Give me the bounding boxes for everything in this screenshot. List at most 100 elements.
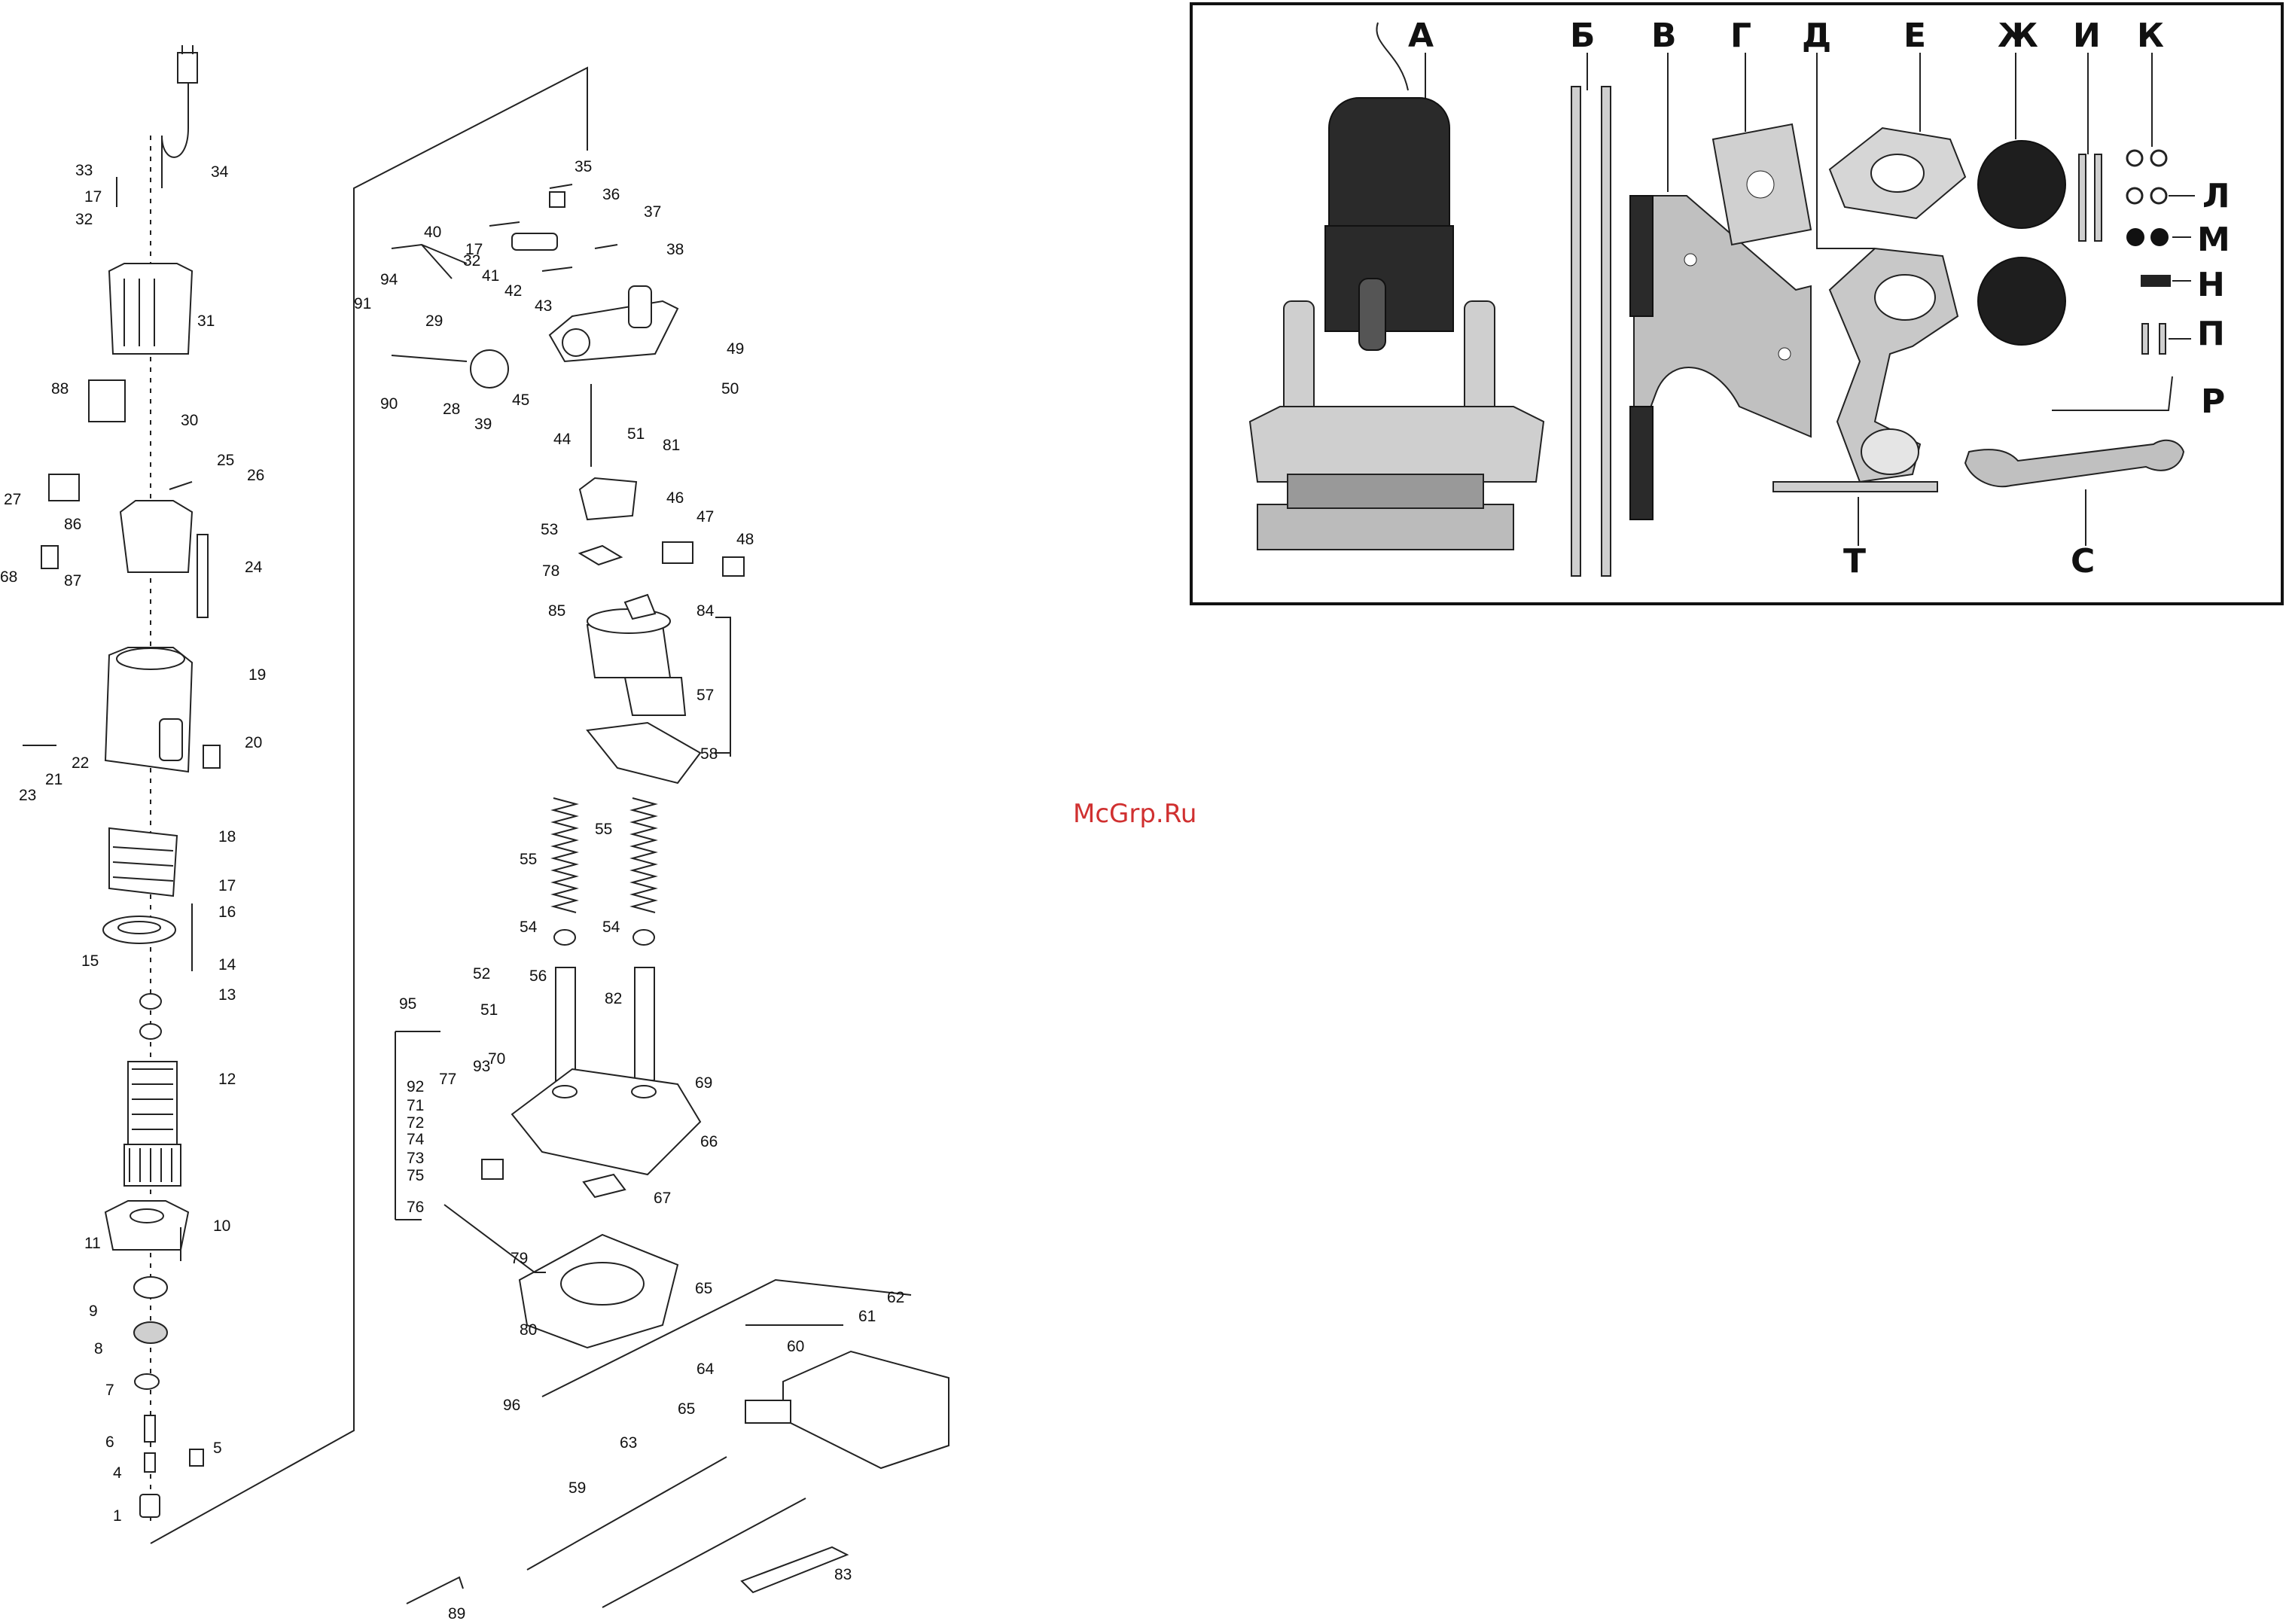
photo-label: К [2137,17,2164,55]
part-number: 32 [75,211,93,228]
part-number: 70 [488,1050,505,1068]
part-number: 49 [727,340,744,358]
part-number-labels: 1 4 5 6 7 8 9 10 11 12 13 14 15 16 17 17… [0,158,904,1622]
part-number: 78 [542,562,559,580]
accessory-photo: А Б В Г Д Е Ж И К Л М Н П Р Т С [1190,2,2284,605]
part-number: 22 [72,754,89,772]
part-number: 95 [399,995,416,1013]
part-number: 29 [425,312,443,330]
part-number: 35 [575,158,592,175]
part-number: 1 [113,1507,122,1525]
part-number: 72 [407,1114,424,1132]
part-number: 82 [605,990,622,1007]
part-number: 45 [512,392,529,409]
part-number: 56 [529,967,547,985]
part-number: 28 [443,401,460,418]
part-number: 31 [197,312,215,330]
part-number: 80 [520,1321,537,1339]
part-number: 41 [482,267,499,285]
part-number: 40 [424,224,441,241]
part-number: 55 [520,851,537,868]
part-number: 62 [887,1289,904,1306]
part-number: 86 [64,516,81,533]
part-number: 9 [89,1303,98,1320]
part-number: 44 [553,431,572,448]
part-number: 54 [520,919,538,936]
photo-label: Т [1843,542,1866,580]
knob-image [1977,140,2066,229]
part-number: 69 [695,1074,712,1092]
part-number: 21 [45,771,62,788]
part-number: 33 [75,162,93,179]
part-number: 25 [217,452,234,469]
part-number: 43 [535,297,552,315]
part-number: 87 [64,572,81,590]
part-number: 47 [696,508,714,526]
part-number: 36 [602,186,620,203]
part-number: 51 [627,425,645,443]
part-number: 48 [736,531,754,548]
part-number: 79 [511,1250,528,1267]
part-number: 26 [247,467,264,484]
part-number: 59 [568,1479,586,1497]
photo-label: Л [2202,177,2230,215]
part-number: 68 [0,568,17,586]
part-number: 17 [218,877,236,894]
router-image [1248,22,1545,550]
part-number: 66 [700,1133,718,1150]
part-number: 39 [474,416,492,433]
part-number: 19 [248,666,266,684]
photo-label: А [1408,17,1434,55]
part-number: 52 [473,965,490,983]
part-number: 96 [503,1397,520,1414]
part-number: 61 [858,1308,876,1325]
part-number: 27 [4,491,21,508]
part-number: 50 [721,380,739,398]
photo-label: Д [1802,17,1831,55]
part-number: 17 [84,188,102,206]
part-number: 74 [407,1131,425,1148]
part-number: 32 [463,252,480,270]
part-number: 85 [548,602,565,620]
part-number: 89 [448,1605,465,1622]
part-number: 55 [595,821,612,838]
motor-assembly [23,45,588,1544]
wrench-image [1964,439,2185,488]
part-number: 34 [211,163,229,181]
part-number: 93 [473,1058,490,1075]
part-number: 7 [105,1382,114,1399]
part-number: 6 [105,1434,114,1451]
part-number: 13 [218,986,236,1004]
part-number: 60 [787,1338,804,1355]
part-number: 10 [213,1217,230,1235]
part-number: 84 [696,602,715,620]
part-number: 17 [465,241,483,258]
part-number: 71 [407,1097,424,1114]
photo-label: И [2073,17,2101,55]
part-number: 58 [700,745,718,763]
part-number: 5 [213,1440,222,1457]
part-number: 77 [439,1071,456,1088]
part-number: 76 [407,1199,424,1216]
photo-label: С [2071,542,2095,580]
part-number: 88 [51,380,69,398]
part-number: 11 [84,1235,101,1252]
part-number: 57 [696,687,714,704]
part-number: 16 [218,903,236,921]
part-number: 73 [407,1150,424,1167]
watermark: McGrp.Ru [1073,799,1196,829]
part-number: 37 [644,203,661,221]
guide-rods-image [1571,86,1611,577]
part-number: 65 [695,1280,712,1297]
part-number: 81 [663,437,680,454]
part-number: 75 [407,1167,424,1184]
part-number: 54 [602,919,620,936]
part-number: 23 [19,787,36,804]
part-number: 15 [81,952,99,970]
part-number: 12 [218,1071,236,1088]
part-number: 63 [620,1434,637,1452]
knob-image [1977,257,2066,346]
part-number: 46 [666,489,684,507]
part-number: 42 [504,282,522,300]
